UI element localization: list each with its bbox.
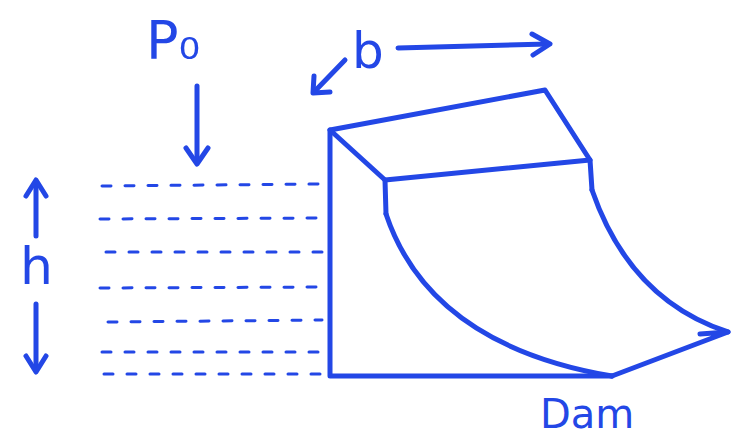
pressure-label: P₀ <box>146 14 200 68</box>
water-dashes <box>100 184 322 374</box>
width-label: b <box>352 26 384 76</box>
pressure-arrow <box>186 86 208 164</box>
height-label: h <box>20 240 53 292</box>
width-dimension <box>313 34 550 93</box>
dam-label: Dam <box>540 394 634 434</box>
dam-body <box>330 90 728 376</box>
